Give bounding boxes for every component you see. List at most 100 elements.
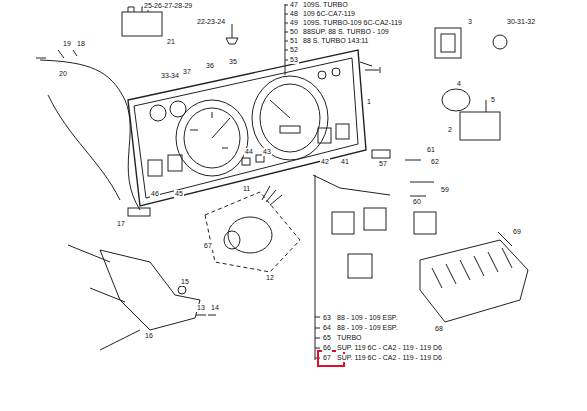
callout-number: 52 <box>289 46 299 54</box>
callout-number: 64 <box>322 324 332 332</box>
callout-number: 63 <box>322 314 332 322</box>
variant-note: TURBO <box>336 334 363 342</box>
odometer <box>280 126 300 133</box>
rocker-switch <box>332 212 354 234</box>
callout-number: 53 <box>289 56 299 64</box>
connector-block <box>122 12 162 36</box>
callout-number: 19 <box>62 40 72 48</box>
callout-number: 4 <box>456 80 462 88</box>
rocker-switch <box>336 124 349 139</box>
callout-number: 20 <box>58 70 68 78</box>
clamp-end <box>224 231 240 249</box>
callout-number: 61 <box>426 146 436 154</box>
callout-number: 1 <box>366 98 372 106</box>
lamp <box>256 155 264 162</box>
variant-note: 88SUP. 88 S. TURBO - 109 <box>302 28 390 36</box>
callout-number: 57 <box>378 160 388 168</box>
leader-line <box>285 4 288 75</box>
rocker-switch <box>348 254 372 278</box>
callout-number: 43 <box>262 148 272 156</box>
rocker-switch <box>364 208 386 230</box>
callout-number: 44 <box>244 148 254 156</box>
gauge <box>442 89 470 111</box>
gauge <box>176 100 248 176</box>
callout-number: 16 <box>144 332 154 340</box>
callout-number: 46 <box>150 190 160 198</box>
variant-note: 109S. TURBO <box>302 1 349 9</box>
callout-number: 36 <box>205 62 215 70</box>
relay-tab <box>486 100 487 112</box>
relay <box>460 112 500 140</box>
variant-note: 109S. TURBO-109 6C-CA2-119 <box>302 19 403 27</box>
knob <box>493 35 507 49</box>
callout-number: 15 <box>180 278 190 286</box>
callout-number: 37 <box>182 68 192 76</box>
callout-number: 12 <box>265 274 275 282</box>
panel-bezel <box>134 58 358 198</box>
callout-number: 62 <box>430 158 440 166</box>
variant-note: SUP. 119 6C - CA2 - 119 - 119 D6 <box>336 354 443 362</box>
callout-number: 11 <box>242 185 251 193</box>
callout-number: 66 <box>322 344 332 352</box>
callout-number: 22-23-24 <box>196 18 226 26</box>
callout-number: 65 <box>322 334 332 342</box>
callout-number: 18 <box>76 40 86 48</box>
rocker-switch <box>318 128 331 143</box>
wires <box>262 186 282 205</box>
choke-knob <box>128 208 150 216</box>
callout-number: 41 <box>340 158 350 166</box>
cable <box>40 60 140 210</box>
callout-number: 25-26-27-28-29 <box>143 2 193 10</box>
leader-line <box>315 175 320 360</box>
callout-number: 35 <box>228 58 238 66</box>
cable <box>48 95 120 200</box>
fuses <box>432 248 512 288</box>
small-gauge <box>170 101 186 117</box>
fuse-box <box>420 240 528 322</box>
screw <box>365 67 380 73</box>
speedometer-dial <box>260 84 320 152</box>
harness <box>313 175 390 195</box>
callout-number: 59 <box>440 186 450 194</box>
rocker-switch <box>148 160 162 176</box>
callout-number: 21 <box>166 38 176 46</box>
cable-end <box>36 50 77 58</box>
callout-number: 51 <box>289 37 299 45</box>
callout-number: 48 <box>289 10 299 18</box>
callout-number: 60 <box>412 198 422 206</box>
callout-number: 67 <box>322 354 332 362</box>
variant-note: 109 6C-CA7-119 <box>302 10 356 18</box>
connector <box>372 150 390 158</box>
callout-number: 17 <box>116 220 126 228</box>
callout-number: 33-34 <box>160 72 180 80</box>
switch <box>435 28 461 58</box>
gauge-dial <box>184 108 240 168</box>
callout-number: 67 <box>203 242 213 250</box>
variant-note: 88 - 109 - 109 ESP. <box>336 324 399 332</box>
callout-number: 50 <box>289 28 299 36</box>
callout-number: 49 <box>289 19 299 27</box>
clamp <box>228 217 272 253</box>
switch-lever <box>68 245 140 350</box>
callout-number: 2 <box>447 126 453 134</box>
callout-number: 30-31-32 <box>506 18 536 26</box>
column-switch <box>100 250 200 330</box>
lamp <box>242 158 250 165</box>
callout-number: 69 <box>512 228 522 236</box>
bulb-holder <box>226 24 238 44</box>
gauge-needle <box>190 112 230 148</box>
washer <box>178 286 186 294</box>
screw <box>196 315 216 316</box>
callout-number: 45 <box>174 190 184 198</box>
bracket-outline <box>205 192 300 272</box>
variant-note: 88 S. TURBO 143:11 <box>302 37 370 45</box>
leader-line <box>360 62 372 66</box>
callout-number: 47 <box>289 1 299 9</box>
small-gauge <box>150 105 166 121</box>
callout-number: 13 <box>196 304 206 312</box>
instrument-panel <box>128 50 366 206</box>
callout-number: 3 <box>467 18 473 26</box>
variant-note: SUP. 119 6C - CA2 - 119 - 119 D6 <box>336 344 443 352</box>
rocker-switch <box>414 212 436 234</box>
